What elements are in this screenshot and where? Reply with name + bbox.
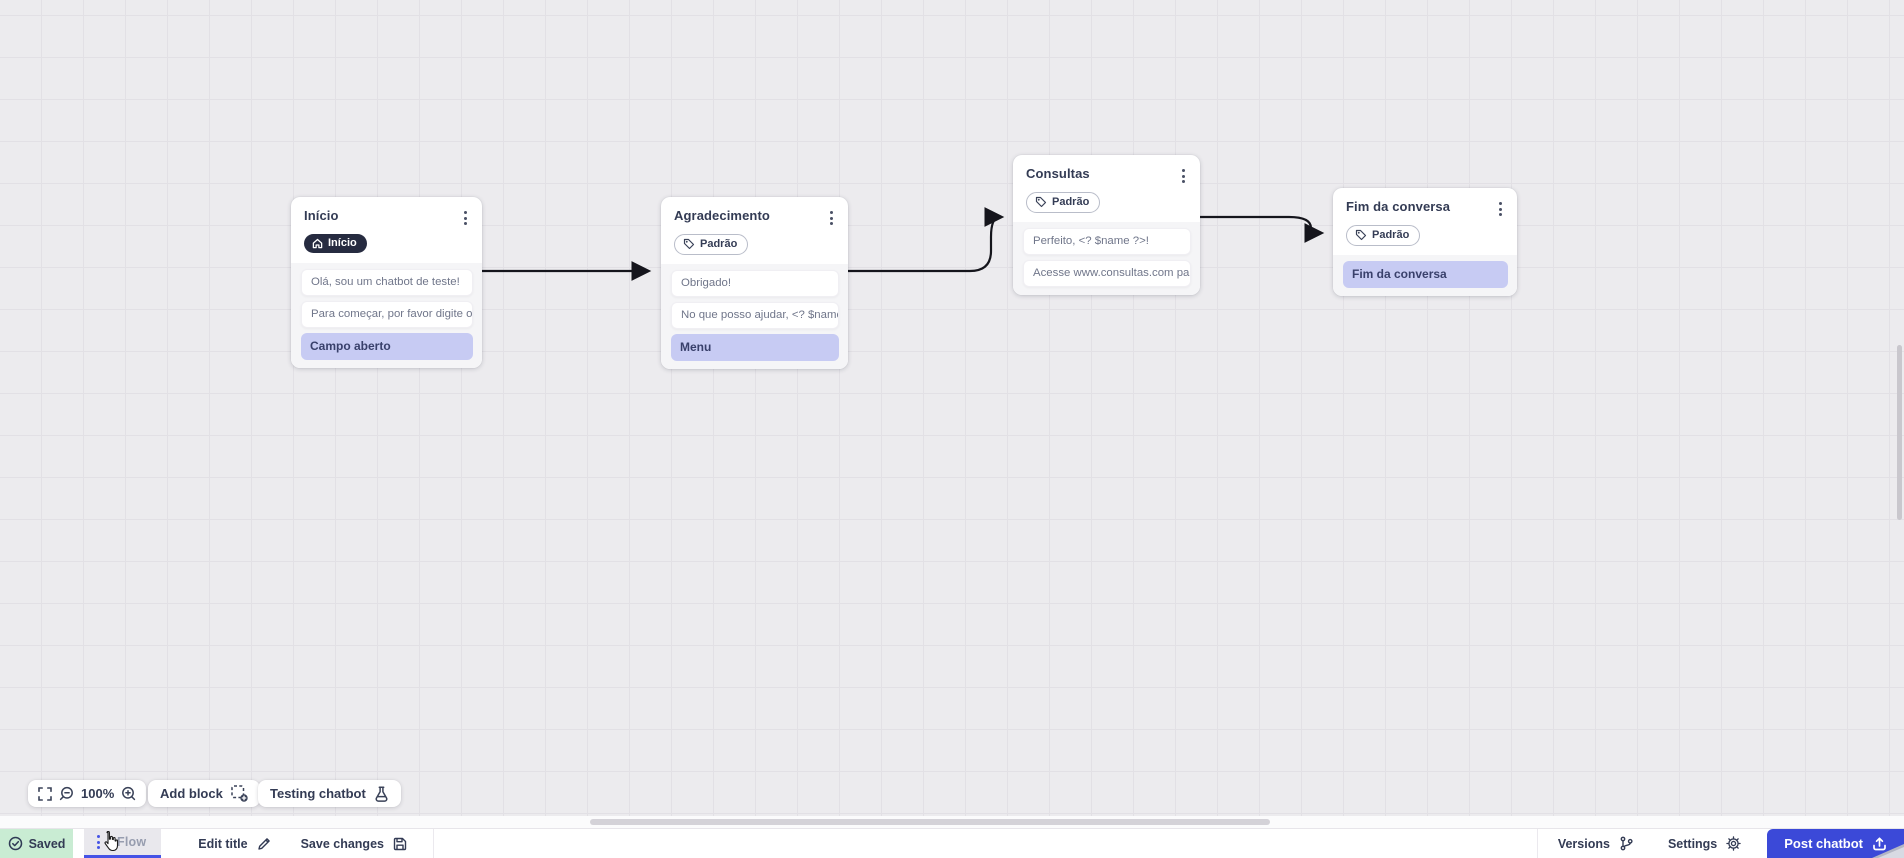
divider (1536, 829, 1538, 858)
flow-node-consultas[interactable]: Consultas Padrão Perfeito, <? $name ?>! … (1013, 155, 1200, 296)
horizontal-scrollbar-track (0, 816, 1904, 828)
testing-chatbot-button[interactable]: Testing chatbot (258, 780, 401, 807)
message-bubble[interactable]: Perfeito, <? $name ?>! (1023, 228, 1191, 256)
action-block[interactable]: Fim da conversa (1343, 261, 1508, 289)
wire-consultas-fim (1198, 215, 1325, 243)
tag-badge: Padrão (1346, 225, 1421, 247)
saved-label: Saved (28, 836, 66, 851)
message-bubble[interactable]: No que posso ajudar, <? $name ... (671, 302, 839, 330)
flow-node-agradecimento[interactable]: Agradecimento Padrão Obrigado! No que po… (661, 197, 848, 370)
zoom-toolbar: 100% (28, 780, 147, 807)
save-icon (393, 837, 407, 850)
message-bubble[interactable]: Olá, sou um chatbot de teste! (301, 268, 473, 296)
kebab-icon[interactable] (1178, 166, 1189, 186)
flow-tab-label: Flow (117, 835, 147, 849)
tag-icon (1035, 197, 1047, 208)
start-badge: Início (304, 234, 367, 254)
flow-node-fim-da-conversa[interactable]: Fim da conversa Padrão Fim da conversa (1333, 188, 1517, 297)
flow-node-inicio[interactable]: Início Início Olá, sou um chatbot de tes… (291, 197, 482, 368)
pencil-icon (257, 837, 270, 850)
save-changes-button[interactable]: Save changes (301, 829, 407, 858)
kebab-icon[interactable] (1495, 199, 1506, 219)
status-bar: Saved Flow Edit title Save changes Versi… (0, 828, 1904, 858)
fit-screen-icon[interactable] (38, 786, 52, 801)
zoom-out-icon[interactable] (59, 786, 74, 801)
testing-chatbot-label: Testing chatbot (270, 786, 366, 801)
node-title: Início (304, 208, 339, 223)
post-chatbot-button[interactable]: Post chatbot (1767, 829, 1904, 858)
add-block-button[interactable]: Add block (148, 780, 260, 807)
action-block[interactable]: Menu (671, 334, 839, 362)
edit-title-button[interactable]: Edit title (198, 829, 270, 858)
branch-icon (1620, 836, 1633, 851)
tag-icon (1355, 230, 1367, 241)
check-circle-icon (8, 836, 22, 851)
add-block-icon (231, 785, 248, 802)
tag-icon (683, 239, 695, 250)
window-resize-corner (1878, 847, 1904, 858)
message-bubble[interactable]: Para começar, por favor digite o ... (301, 300, 473, 328)
settings-button[interactable]: Settings (1668, 829, 1741, 858)
message-bubble[interactable]: Obrigado! (671, 270, 839, 298)
action-block[interactable]: Campo aberto (301, 332, 473, 360)
kebab-icon[interactable] (826, 208, 837, 228)
zoom-in-icon[interactable] (121, 786, 136, 801)
node-title: Fim da conversa (1346, 199, 1451, 214)
tab-flow[interactable]: Flow (84, 829, 162, 858)
add-block-label: Add block (160, 786, 223, 801)
versions-button[interactable]: Versions (1558, 829, 1634, 858)
kebab-icon[interactable] (93, 832, 104, 852)
tag-badge: Padrão (1026, 192, 1101, 214)
gear-icon (1726, 836, 1741, 851)
tag-badge: Padrão (674, 234, 749, 256)
zoom-level: 100% (81, 786, 115, 801)
wire-agradecimento-consultas (846, 207, 1005, 273)
vertical-scrollbar-thumb[interactable] (1897, 345, 1902, 520)
node-title: Consultas (1026, 166, 1090, 181)
kebab-icon[interactable] (460, 208, 471, 228)
message-bubble[interactable]: Acesse www.consultas.com par... (1023, 260, 1191, 288)
flask-icon (374, 786, 389, 802)
horizontal-scrollbar-thumb[interactable] (590, 819, 1270, 825)
divider (432, 829, 434, 858)
node-title: Agradecimento (674, 208, 770, 223)
home-icon (312, 238, 323, 248)
saved-status-badge: Saved (0, 829, 73, 858)
